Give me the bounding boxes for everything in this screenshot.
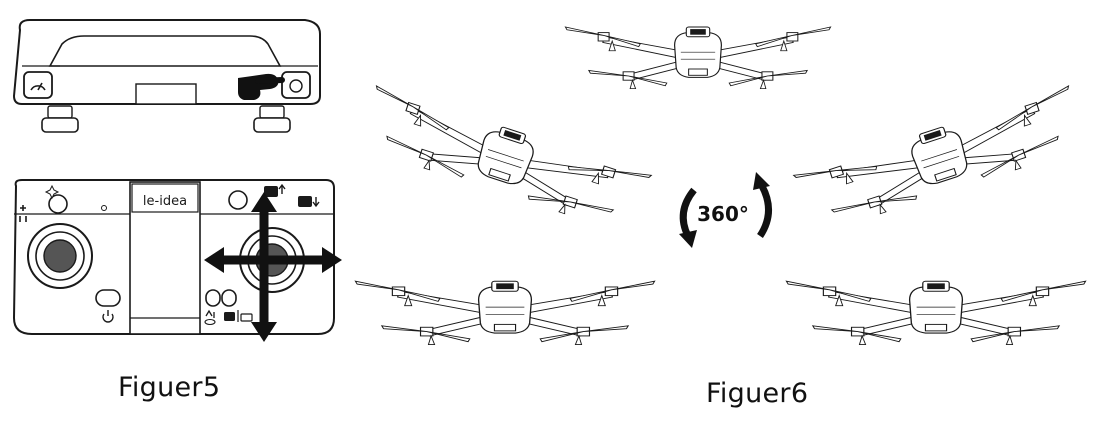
rotation-label: 360° [697,202,749,226]
camera-icon [264,183,320,208]
trim-icon [19,205,27,222]
drone-lower-left [354,280,656,346]
remote-controller-icon: le-idea [12,179,342,342]
figure-6-caption: Figuer6 [706,378,809,409]
hand-pointer-icon [238,73,285,100]
direction-arrows [204,192,342,342]
power-icon [95,289,121,323]
left-joystick [27,223,93,289]
rotate-360-icon: 360° [679,172,772,248]
drone-top [564,26,832,90]
brand-label: le-idea [143,194,187,209]
speed-button-icon [23,71,53,99]
drone-lower-right [785,280,1087,346]
drone-upper-left [356,85,652,237]
figure-5-caption: Figuer5 [118,372,221,403]
video-icon [204,309,253,326]
remote-top-view [12,19,321,133]
camera-button-icon [281,71,311,99]
drone-upper-right [793,85,1089,237]
